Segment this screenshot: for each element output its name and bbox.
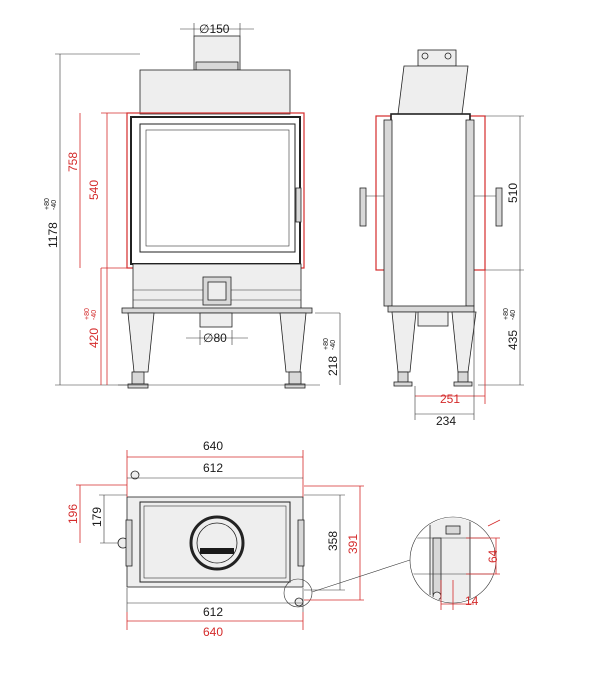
front-depth-black-label: 179 <box>90 507 104 527</box>
red-height-label: 758 <box>66 152 80 172</box>
front-red-frame <box>126 112 305 269</box>
leg-tol-plus: +80 <box>323 338 330 350</box>
top-view: 640 612 612 640 196 179 358 391 <box>66 439 364 639</box>
detail-height-label: 64 <box>486 549 500 563</box>
leg-tol-minus: -40 <box>330 340 337 350</box>
glass-height-label: 540 <box>87 180 101 200</box>
depth-red-label: 391 <box>346 534 360 554</box>
glass-panel <box>139 123 296 253</box>
base-height-label: 420 <box>87 328 101 348</box>
side-view: 510 435 +80 -40 251 234 <box>359 49 524 428</box>
side-base-height-label: 435 <box>506 330 520 350</box>
front-view: ∅150 1178 +80 -40 758 540 420 +80 -40 ∅8… <box>44 22 341 389</box>
depth-red-label: 251 <box>440 392 460 406</box>
leg-height-label: 218 <box>326 356 340 376</box>
total-height-tol-minus: -40 <box>51 200 58 210</box>
air-inlet-label: ∅80 <box>203 331 227 345</box>
bottom-inner-width-label: 612 <box>203 605 223 619</box>
top-outer-width-label: 640 <box>203 439 223 453</box>
top-inner-width-label: 612 <box>203 461 223 475</box>
detail-callout-circle <box>283 578 313 608</box>
side-base-tol-plus: +80 <box>503 308 510 320</box>
total-height-label: 1178 <box>46 222 60 248</box>
detail-width-label: 14 <box>465 594 479 608</box>
bottom-outer-width-label: 640 <box>203 625 223 639</box>
side-glass-height-label: 510 <box>506 183 520 203</box>
depth-black-label: 234 <box>436 414 456 428</box>
depth-black-label: 358 <box>326 531 340 551</box>
total-height-tol-plus: +80 <box>44 198 51 210</box>
base-tol-plus: +80 <box>84 308 91 320</box>
side-base-tol-minus: -40 <box>510 310 517 320</box>
front-depth-red-label: 196 <box>66 504 80 524</box>
base-tol-minus: -40 <box>91 310 98 320</box>
flue-outlet-circle <box>189 515 245 571</box>
flue-diameter-label: ∅150 <box>199 22 230 36</box>
detail-view: 64 14 <box>311 516 501 610</box>
